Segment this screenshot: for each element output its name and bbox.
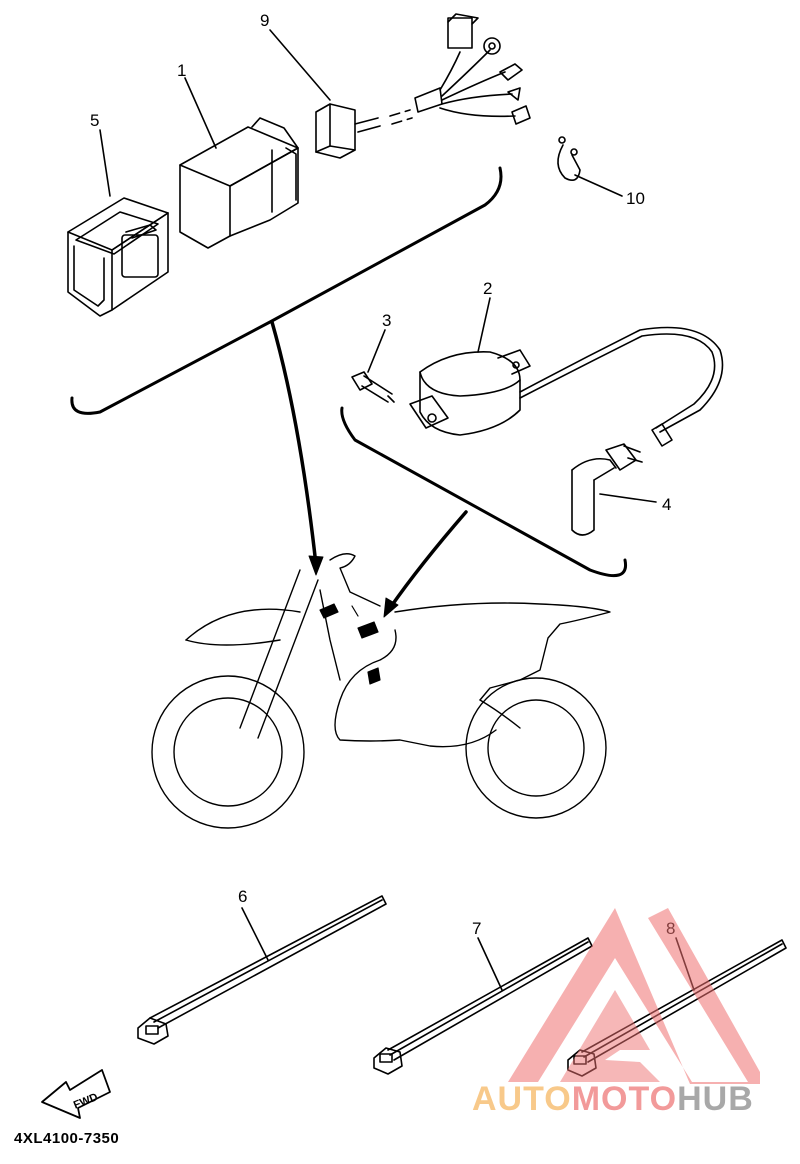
label-part-5: 5 <box>90 111 99 130</box>
group-bracket-left <box>70 166 503 415</box>
leader-1 <box>184 77 217 149</box>
label-part-4: 4 <box>662 495 671 514</box>
fwd-arrow-icon <box>41 1069 111 1119</box>
leader-5 <box>99 129 111 197</box>
bike-markings <box>319 603 381 685</box>
part-9-connector <box>315 13 531 159</box>
part-6-cable-tie <box>137 895 387 1045</box>
label-part-7: 7 <box>472 919 481 938</box>
label-part-6: 6 <box>238 887 247 906</box>
leader-4 <box>599 493 657 503</box>
part-7-cable-tie <box>373 937 593 1075</box>
group-bracket-right <box>340 406 628 578</box>
leader-3 <box>367 329 386 373</box>
part-4-spark-plug-cap <box>571 443 643 536</box>
label-part-1: 1 <box>177 61 186 80</box>
leader-9 <box>269 29 331 101</box>
part-10-clamp <box>557 136 581 181</box>
part-5-regulator <box>67 197 169 317</box>
watermark-logo-icon <box>508 908 760 1084</box>
label-part-9: 9 <box>260 11 269 30</box>
brand-hub: HUB <box>677 1080 754 1118</box>
watermark-brand: AUTOMOTOHUB <box>472 1082 754 1116</box>
leader-2 <box>477 297 491 353</box>
fwd-text: FWD <box>72 1091 100 1112</box>
part-1-cdi-unit <box>179 117 299 249</box>
arrow-to-bike-left <box>270 320 318 567</box>
diagram-code: 4XL4100-7350 <box>14 1130 120 1147</box>
label-part-3: 3 <box>382 311 391 330</box>
leader-6 <box>241 907 269 961</box>
leader-10 <box>574 174 623 197</box>
part-2-ignition-coil <box>409 326 724 447</box>
label-part-10: 10 <box>626 189 645 208</box>
label-part-2: 2 <box>483 279 492 298</box>
motorcycle-outline <box>151 553 611 829</box>
leader-7 <box>477 937 503 991</box>
part-3-bolt <box>351 371 395 403</box>
arrow-to-bike-right <box>388 510 468 610</box>
brand-auto: AUTO <box>472 1080 572 1118</box>
brand-moto: MOTO <box>571 1080 678 1118</box>
